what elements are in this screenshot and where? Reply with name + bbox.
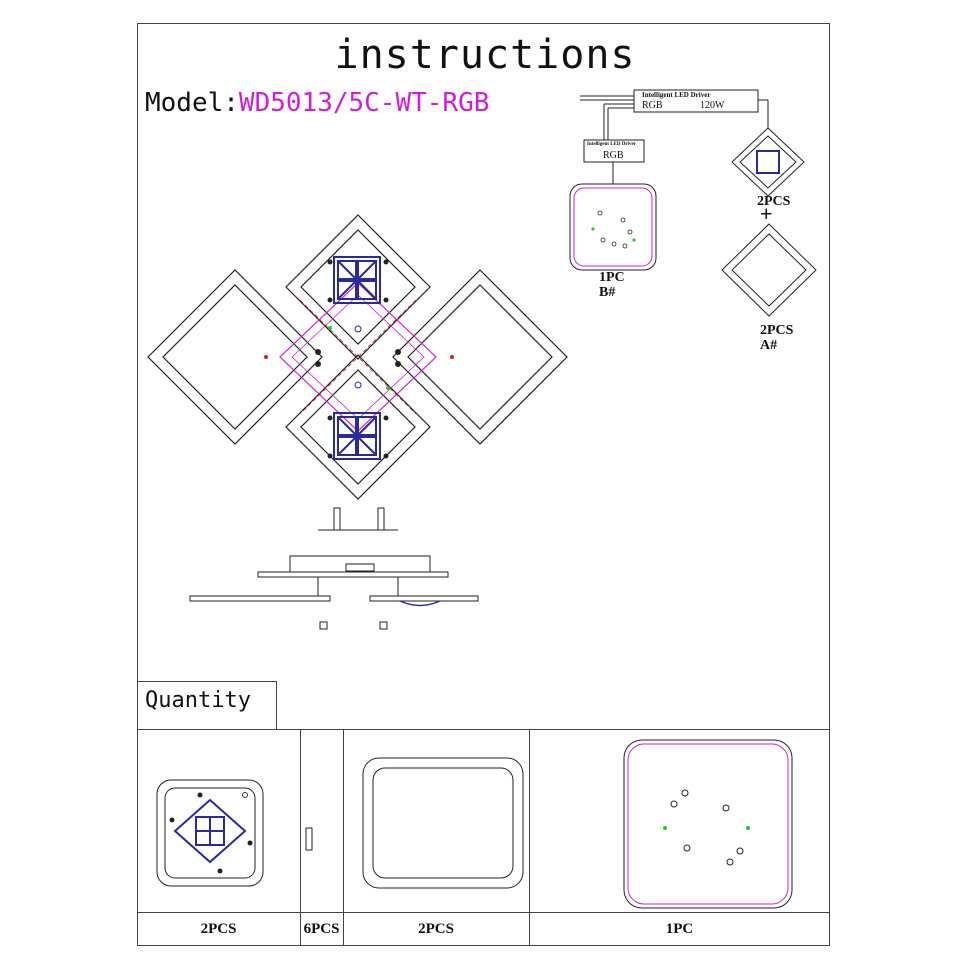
quantity-divider	[300, 729, 301, 946]
model-prefix: Model:	[145, 88, 239, 118]
wiring-diagram	[569, 89, 817, 317]
quantity-count-led-module: 2PCS	[200, 921, 237, 937]
component-b-count: 1PC	[599, 270, 625, 285]
main-driver-box	[633, 89, 759, 113]
side-elevation-view	[189, 507, 479, 630]
quantity-divider	[343, 729, 344, 946]
top-led-module	[333, 256, 381, 304]
main-driver-type: RGB	[642, 100, 663, 111]
qty-led-module-frame	[156, 779, 264, 887]
instruction-sheet-frame	[137, 23, 830, 946]
diamond-a-thumb	[721, 223, 817, 317]
quantity-divider	[529, 729, 530, 946]
panel-b-thumb	[569, 183, 657, 271]
main-driver-power: 120W	[700, 100, 725, 111]
plus-sign: +	[760, 201, 773, 226]
main-driver-label: Intelligent LED Driver	[642, 91, 711, 99]
quantity-count-square-ring: 2PCS	[418, 921, 454, 937]
quantity-tab	[137, 681, 277, 729]
quantity-title: Quantity	[145, 688, 251, 713]
top-diamond-ring	[285, 214, 431, 360]
component-module-count: 2PCS	[757, 194, 791, 209]
qty-clip	[305, 827, 313, 851]
quantity-drawings	[156, 739, 793, 909]
quantity-count-clip: 6PCS	[303, 921, 340, 937]
component-a-count: 2PCS	[760, 323, 794, 338]
right-diamond-ring	[392, 269, 568, 445]
qty-panel	[623, 739, 793, 909]
small-driver-box	[583, 139, 645, 163]
model-code: WD5013/5C-WT-RGB	[238, 88, 490, 118]
small-driver-type: RGB	[603, 150, 624, 161]
bottom-led-module	[333, 412, 381, 460]
quantity-count-panel: 1PC	[665, 921, 694, 937]
qty-square-ring	[362, 757, 524, 889]
quantity-count-separator	[137, 912, 830, 913]
component-b-part: B#	[599, 285, 616, 300]
quantity-table	[137, 729, 830, 946]
page-title: instructions	[334, 32, 636, 78]
bottom-diamond-ring	[285, 354, 431, 500]
small-driver-label: Intelligent LED Driver	[587, 142, 636, 147]
left-diamond-ring	[147, 269, 323, 445]
component-a-part: A#	[760, 338, 778, 353]
model-line: Model:WD5013/5C-WT-RGB	[145, 88, 489, 118]
